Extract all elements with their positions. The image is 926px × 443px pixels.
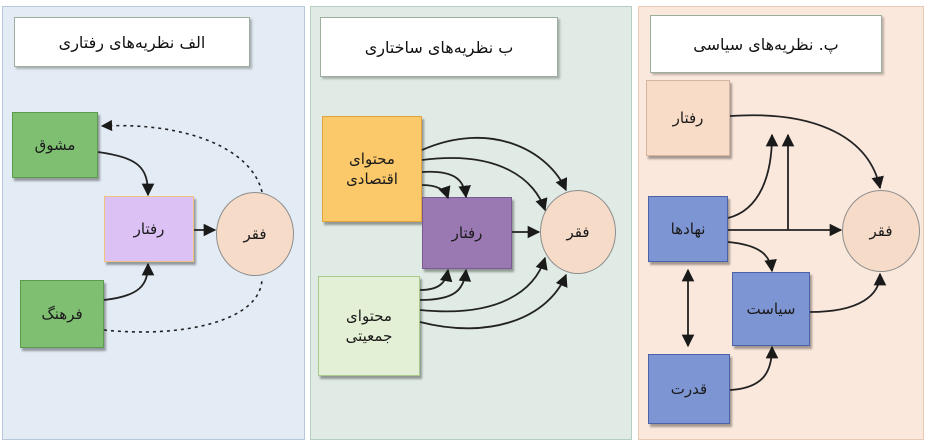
incentive-box: مشوق: [12, 112, 98, 178]
poverty-ellipse-c: فقر: [842, 190, 920, 272]
dotted-arrow-poverty-to-incentive: [100, 119, 263, 193]
behavior-box-b: رفتار: [422, 197, 512, 269]
poverty-ellipse-b: فقر: [540, 190, 616, 274]
demographic-content-line1: محتوای: [346, 306, 392, 325]
economic-content-line1: محتوای: [349, 149, 395, 168]
dotted-line-culture-to-poverty: [103, 277, 263, 333]
poverty-ellipse-a: فقر: [216, 192, 294, 276]
arrow-culture-to-behavior: [103, 262, 155, 301]
culture-box: فرهنگ: [20, 280, 104, 348]
arrow-economic-to-behavior-1: [421, 170, 471, 199]
arrow-demographic-to-behavior-1: [419, 268, 453, 291]
arrow-behavior-to-poverty-c: [729, 114, 884, 190]
panel-a-title: الف نظریه‌های رفتاری: [14, 17, 250, 67]
power-box: قدرت: [648, 354, 730, 424]
arrow-economic-to-behavior-2: [421, 184, 451, 200]
arrow-demographic-to-behavior-2: [419, 268, 472, 301]
arrow-politics-to-poverty: [809, 272, 887, 313]
demographic-content-box: محتوای جمعیتی: [318, 276, 420, 376]
economic-content-box: محتوای اقتصادی: [322, 116, 422, 222]
behavior-box-c: رفتار: [646, 80, 730, 156]
panel-c-title: پ. نظریه‌های سیاسی: [650, 15, 882, 73]
arrow-incentive-to-behavior: [97, 151, 155, 197]
arrow-economic-to-poverty-mid: [421, 157, 548, 212]
arrow-demographic-to-poverty-mid: [419, 256, 548, 313]
economic-content-line2: اقتصادی: [346, 170, 398, 188]
panel-b-title: ب نظریه‌های ساختاری: [320, 17, 558, 77]
arrow-demographic-to-poverty-bottom: [419, 273, 568, 330]
institutions-box: نهادها: [648, 196, 728, 262]
politics-box: سیاست: [732, 272, 810, 346]
demographic-content-line2: جمعیتی: [345, 327, 393, 345]
behavior-box-a: رفتار: [104, 196, 194, 262]
arrow-economic-to-poverty-top: [421, 136, 568, 192]
arrow-institutions-to-politics: [727, 241, 777, 273]
arrow-institutions-up-behavior: [727, 133, 779, 219]
arrow-power-to-politics: [729, 345, 779, 391]
